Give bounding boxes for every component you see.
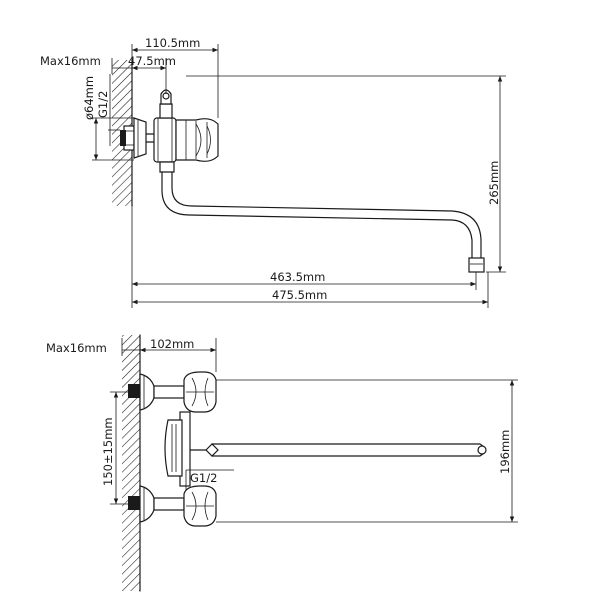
dim-265-label: 265mm — [487, 161, 501, 205]
dim-150-label: 150±15mm — [101, 417, 115, 486]
dim-max16-bottom-label: Max16mm — [46, 341, 107, 355]
spout-bottom — [211, 443, 486, 457]
bottom-view: Max16mm 102mm 150±15mm G1/2 196mm — [46, 334, 518, 592]
spout-pipe-inner — [171, 171, 482, 259]
diverter-stem — [159, 103, 173, 119]
flange-bottom — [139, 485, 155, 523]
dim-47-label: 47.5mm — [128, 54, 176, 68]
wall-hatch-bottom — [122, 335, 140, 591]
wall-flange — [133, 117, 147, 159]
dim-463-label: 463.5mm — [270, 270, 325, 284]
dim-110-label: 110.5mm — [145, 36, 200, 50]
flange-top — [139, 373, 155, 411]
diverter-knob-bottom — [205, 443, 219, 457]
top-view: 110.5mm Max16mm 47.5mm ø64mm G1/2 265mm … — [40, 36, 506, 308]
dim-thread-bottom-label: G1/2 — [190, 471, 217, 485]
dim-475-label: 475.5mm — [272, 288, 327, 302]
spout-pipe-outer — [161, 171, 473, 259]
spout-base — [159, 161, 175, 173]
dim-196-label: 196mm — [498, 430, 512, 474]
handle-body — [175, 118, 219, 162]
dim-d64-label: ø64mm — [82, 76, 96, 120]
thread-block — [120, 130, 126, 146]
dim-max16-label: Max16mm — [40, 54, 101, 68]
dim-thread-top-label: G1/2 — [96, 91, 110, 118]
mixer-body-front — [164, 419, 183, 477]
aerator — [468, 257, 485, 273]
inlet-pipe-top — [153, 385, 185, 399]
mixer-body — [153, 117, 177, 163]
inlet-thread-bottom — [128, 496, 140, 510]
inlet-thread-top — [128, 384, 140, 398]
inlet-pipe-bottom — [153, 497, 185, 511]
dim-102-label: 102mm — [150, 337, 194, 351]
